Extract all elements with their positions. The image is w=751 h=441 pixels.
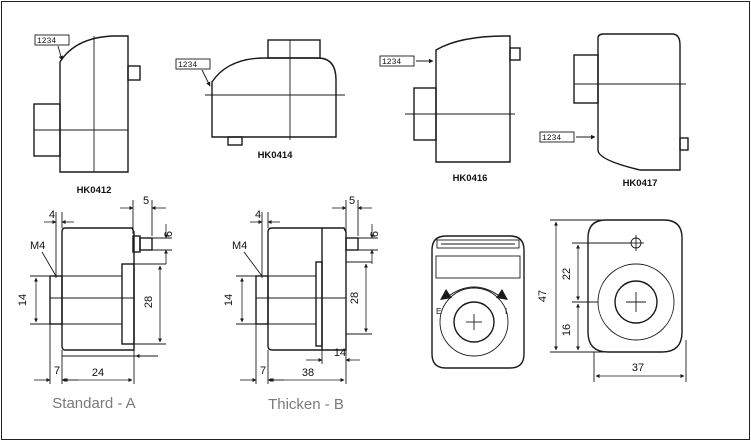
counter-window-icon: 1234: [175, 58, 211, 70]
dim-top-width: 4: [255, 209, 261, 221]
dim-left-height: 14: [17, 294, 29, 306]
dim-right-height: 6: [369, 231, 381, 237]
dim-right-body: 28: [143, 296, 155, 308]
dim-bottom-main: 38: [302, 367, 314, 379]
model-hk0417-view: 1234 HK0417: [539, 33, 689, 189]
dim-lower: 16: [561, 324, 573, 336]
model-label-hk0412: HK0412: [77, 185, 112, 196]
dim-upper: 22: [561, 268, 573, 280]
caption-standard: Standard - A: [52, 395, 135, 412]
counter-digits: 1234: [542, 134, 561, 143]
thread-label: M4: [30, 240, 45, 252]
counter-window-icon: 1234: [539, 131, 575, 143]
caption-thicken: Thicken - B: [268, 396, 344, 413]
arrow-right-icon: [496, 289, 508, 300]
back-view: 47 22 16 37: [537, 219, 687, 382]
model-hk0412-view: 1234 HK0412: [33, 34, 141, 196]
dim-total-height: 47: [537, 290, 549, 302]
dim-left-height: 14: [223, 294, 235, 306]
standard-side-view: 4 5 6 M4 14 28 7: [17, 195, 175, 412]
dim-bottom-left: 7: [54, 365, 60, 377]
dim-bottom-left: 7: [260, 365, 266, 377]
dim-right-body: 28: [349, 292, 361, 304]
thread-label: M4: [232, 240, 247, 252]
front-view: E I: [431, 235, 525, 369]
model-hk0414-view: 1234 HK0414: [175, 39, 345, 161]
counter-window-icon: 1234: [34, 34, 70, 46]
dim-top-width: 4: [49, 209, 55, 221]
dim-bottom-main: 24: [92, 367, 104, 379]
model-hk0416-view: 1234 HK0416: [379, 35, 521, 184]
dim-top-right: 5: [143, 195, 149, 207]
thicken-side-view: 4 5 6 M4 14 28 14: [223, 195, 381, 413]
counter-digits: 1234: [37, 37, 56, 46]
counter-digits: 1234: [382, 58, 401, 67]
dim-bottom-right: 14: [334, 347, 346, 359]
model-label-hk0416: HK0416: [453, 173, 488, 184]
dim-top-right: 5: [349, 195, 355, 207]
model-label-hk0417: HK0417: [623, 178, 658, 189]
dial-label-right: I: [505, 307, 507, 316]
counter-window-icon: 1234: [379, 55, 415, 67]
counter-digits: 1234: [178, 61, 197, 70]
model-label-hk0414: HK0414: [258, 150, 294, 161]
dim-width: 37: [632, 362, 644, 374]
dial-label-left: E: [436, 307, 441, 316]
dim-right-height: 6: [163, 231, 175, 237]
arrow-left-icon: [440, 289, 452, 300]
